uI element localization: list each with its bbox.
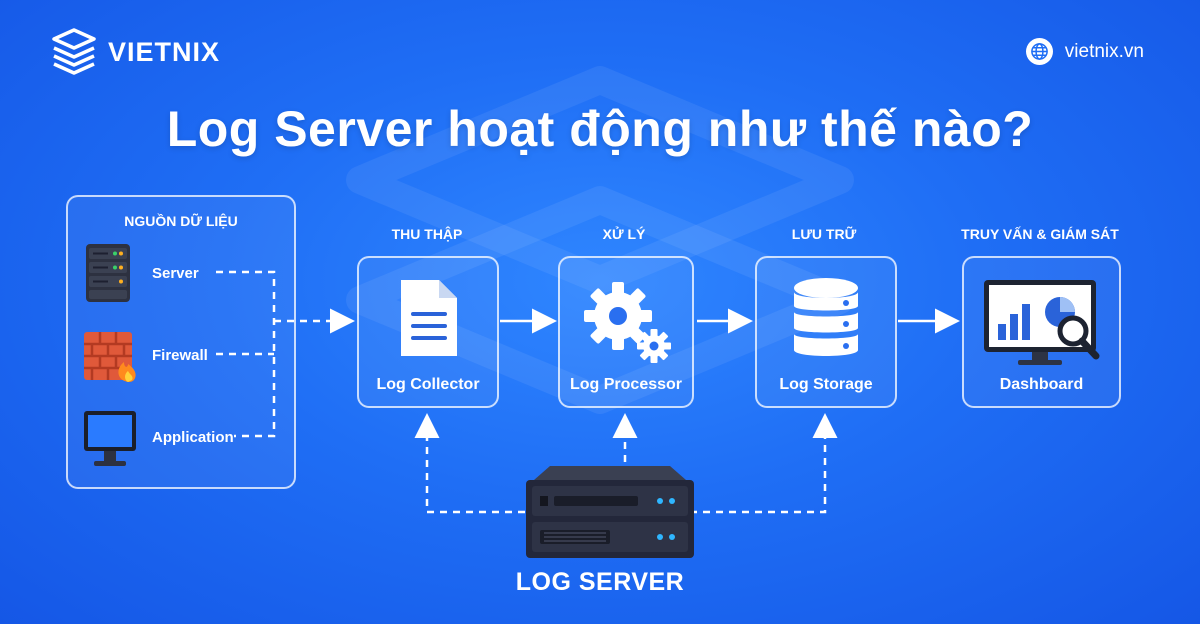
source-server-label: Server: [152, 265, 199, 282]
source-firewall-label: Firewall: [152, 347, 208, 364]
source-bus-line: [216, 270, 276, 438]
stage-heading-store: LƯU TRỮ: [791, 226, 857, 242]
stacked-layers-icon: [52, 28, 96, 75]
rack-server-icon: [86, 244, 130, 302]
server-to-storage-arrow: [690, 413, 838, 514]
website-text: vietnix.vn: [1064, 40, 1144, 62]
stage-heading-process: XỬ LÝ: [602, 226, 646, 242]
source-firewall[interactable]: [82, 322, 144, 384]
sources-heading: NGUỒN DỮ LIỆU: [124, 213, 238, 229]
globe-icon: [1025, 38, 1053, 65]
dashboard-icon: [983, 280, 1099, 365]
log-processor-node[interactable]: Log Processor: [558, 256, 694, 408]
source-application[interactable]: [82, 409, 138, 469]
dashboard-node[interactable]: Dashboard: [962, 256, 1121, 408]
document-icon: [401, 280, 457, 356]
log-processor-label: Log Processor: [569, 376, 683, 393]
server-box-icon[interactable]: [520, 462, 700, 562]
brand-logo[interactable]: VIETNIX: [50, 26, 220, 78]
database-icon: [794, 278, 858, 356]
log-storage-label: Log Storage: [779, 376, 873, 393]
website-link[interactable]: vietnix.vn: [1025, 38, 1144, 65]
server-to-collector-arrow: [414, 413, 525, 514]
log-collector-node[interactable]: Log Collector: [357, 256, 499, 408]
firewall-icon: [84, 332, 136, 382]
log-storage-node[interactable]: Log Storage: [755, 256, 897, 408]
source-application-label: Application: [152, 429, 234, 446]
log-collector-label: Log Collector: [376, 376, 480, 393]
page-title: Log Server hoạt động như thế nào?: [166, 101, 1034, 157]
gears-icon: [584, 282, 671, 363]
source-server[interactable]: [82, 242, 134, 304]
brand-name: VIETNIX: [108, 36, 221, 67]
monitor-icon: [84, 411, 136, 466]
log-server-label: LOG SERVER: [515, 568, 685, 596]
stage-heading-query: TRUY VẤN & GIÁM SÁT: [961, 226, 1119, 242]
dashboard-label: Dashboard: [999, 376, 1084, 393]
stage-heading-collect: THU THẬP: [391, 226, 463, 242]
data-sources-panel: NGUỒN DỮ LIỆU Server: [66, 195, 296, 489]
